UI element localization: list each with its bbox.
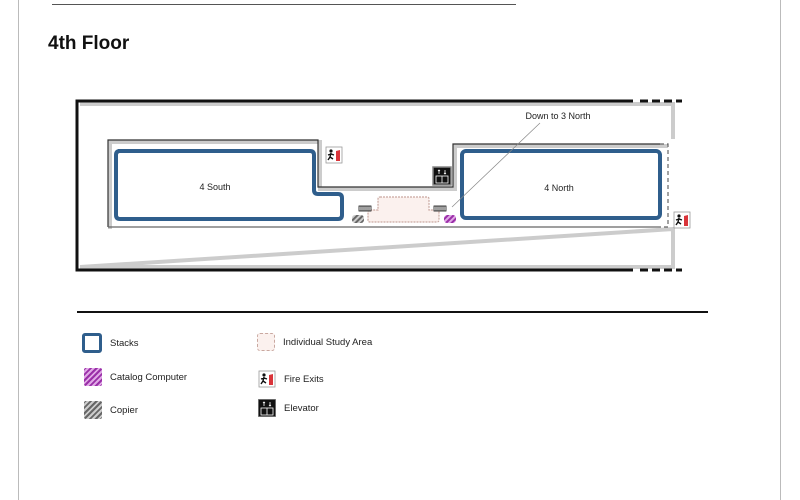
stacks-4-south (114, 149, 344, 221)
copier-swatch (84, 401, 102, 419)
legend-item-study-area: Individual Study Area (257, 333, 372, 351)
callout-line (451, 122, 541, 208)
callout-down-to-3-north: Down to 3 North (525, 111, 590, 121)
fire-exit-icon (258, 370, 276, 388)
elevator-icon (432, 166, 452, 186)
legend-item-stacks: Stacks (82, 333, 139, 353)
page-title: 4th Floor (48, 33, 130, 54)
study-area-swatch (257, 333, 275, 351)
catalog-computer (444, 215, 456, 223)
stacks-swatch (82, 333, 102, 353)
area-label-4-south: 4 South (199, 182, 230, 192)
elevator-icon (258, 399, 276, 417)
page-border-right (780, 0, 781, 500)
individual-study-area (367, 196, 440, 223)
legend-separator (77, 311, 708, 313)
area-label-4-north: 4 North (544, 183, 574, 193)
fire-exit-icon (673, 211, 691, 229)
page-border-left (18, 0, 19, 500)
legend-label: Stacks (110, 337, 139, 349)
railing-icon (433, 205, 447, 212)
copier (352, 215, 364, 223)
fire-exit-icon (325, 146, 343, 164)
stacks-4-north (460, 149, 662, 220)
legend-label: Elevator (284, 402, 319, 414)
outer-walls (75, 99, 682, 272)
railing-icon (358, 205, 372, 212)
legend-item-fire-exits: Fire Exits (258, 370, 324, 388)
inner-walls (107, 139, 669, 229)
legend-item-catalog-computer: Catalog Computer (84, 368, 187, 386)
legend-label: Catalog Computer (110, 371, 188, 383)
legend-label: Copier (110, 404, 138, 416)
legend-label: Fire Exits (284, 373, 324, 385)
legend-item-elevator: Elevator (258, 399, 319, 417)
legend-item-copier: Copier (84, 401, 138, 419)
catalog-computer-swatch (84, 368, 102, 386)
legend-label: Individual Study Area (283, 336, 373, 348)
top-rule (52, 4, 516, 5)
